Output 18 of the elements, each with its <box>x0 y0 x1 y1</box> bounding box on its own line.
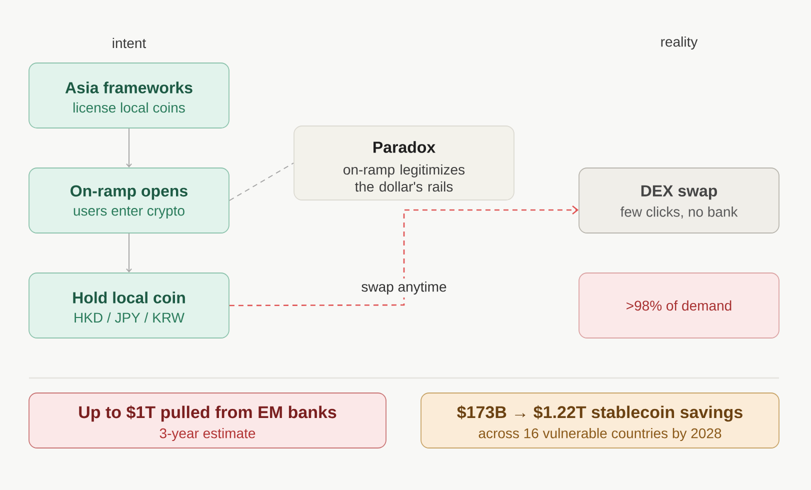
heading-text: Up to $1T pulled from EM banks <box>79 405 336 422</box>
heading-text: DEX swap <box>641 185 717 200</box>
heading-text: Asia frameworks <box>65 82 192 94</box>
edge-label: swap anytime <box>358 278 450 298</box>
column-heading: intent <box>112 38 146 48</box>
heading-text: Hold local coin <box>73 292 185 304</box>
body-text: on-ramp legitimizes the dollar's rails <box>344 164 465 192</box>
body-text: 3-year estimate <box>160 428 256 442</box>
body-text: >98% of demand <box>626 300 732 311</box>
heading-text: $173B → $1.22T stablecoin savings <box>457 405 742 422</box>
body-text: license local coins <box>74 102 185 113</box>
body-text: across 16 vulnerable countries by 2028 <box>478 428 722 442</box>
body-text: few clicks, no bank <box>620 206 738 218</box>
column-heading: reality <box>661 36 698 50</box>
heading-text: On-ramp opens <box>70 185 188 200</box>
body-text: HKD / JPY / KRW <box>74 312 184 323</box>
heading-text: Paradox <box>374 141 436 153</box>
body-text: users enter crypto <box>74 206 184 218</box>
